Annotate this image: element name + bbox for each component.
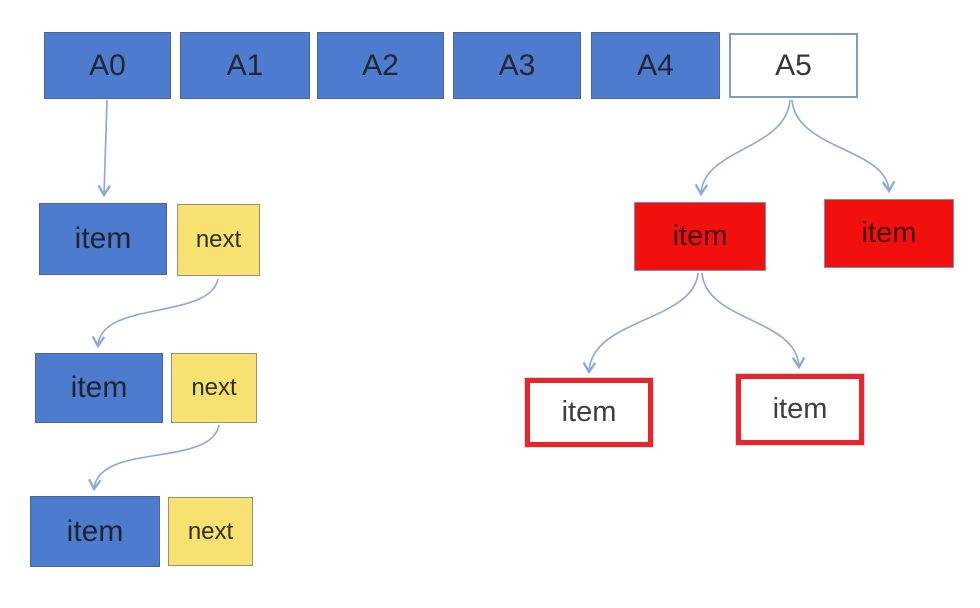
list-item-3: item — [30, 496, 160, 567]
arrow-red-to-leaf-left-icon — [582, 272, 699, 375]
arrow-a5-to-red-right-icon — [791, 99, 896, 194]
bucket-a1: A1 — [180, 32, 310, 99]
list-item-1: item — [39, 203, 167, 275]
tree-red-node-left: item — [634, 202, 766, 271]
list-next-2: next — [171, 353, 257, 423]
bucket-a0: A0 — [44, 32, 171, 99]
arrow-next2-to-item3-icon — [88, 424, 220, 492]
tree-red-node-right: item — [824, 199, 954, 268]
arrow-next1-to-item2-icon — [91, 278, 219, 349]
tree-leaf-node-right: item — [736, 374, 864, 445]
tree-leaf-node-left: item — [525, 378, 653, 447]
bucket-a2: A2 — [317, 32, 444, 99]
arrow-a5-to-red-left-icon — [694, 99, 791, 197]
arrow-red-to-leaf-right-icon — [701, 272, 806, 370]
list-next-1: next — [177, 204, 260, 276]
list-item-2: item — [35, 353, 163, 423]
bucket-a3: A3 — [453, 32, 581, 99]
bucket-a4: A4 — [591, 32, 720, 99]
list-next-3: next — [168, 497, 253, 566]
bucket-a5: A5 — [729, 33, 858, 98]
arrow-a0-to-list-icon — [97, 99, 111, 198]
